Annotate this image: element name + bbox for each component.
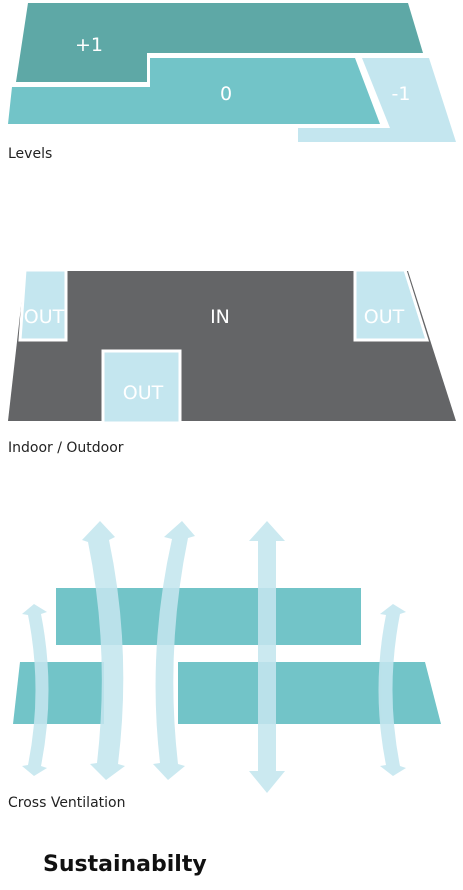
straight-double-arrow-icon [249, 521, 285, 793]
level-0-shape [8, 58, 380, 124]
curved-double-arrow-icon [22, 604, 49, 776]
curved-double-arrow-icon [153, 521, 195, 780]
curved-double-arrow-icon [82, 521, 125, 780]
indoor-outdoor-caption: Indoor / Outdoor [8, 440, 124, 456]
level-minus1-shape [298, 58, 456, 142]
out-bottom-label: OUT [123, 382, 164, 404]
levels-caption: Levels [8, 146, 53, 162]
indoor-outdoor-diagram: IN OUT OUT OUT [8, 268, 456, 425]
page-title: Sustainabilty [43, 852, 207, 877]
cross-ventilation-caption: Cross Ventilation [8, 795, 126, 811]
outdoor-bottom-shape [101, 349, 182, 425]
out-left-label: OUT [24, 306, 65, 328]
outdoor-right-shape [353, 268, 430, 342]
lower-slab-right-shape [178, 662, 441, 724]
level-minus1-label: -1 [392, 83, 411, 105]
cross-ventilation-diagram [13, 521, 441, 793]
lower-slab-left-shape [13, 662, 104, 724]
levels-diagram: +1 0 -1 [8, 3, 456, 142]
curved-double-arrow-icon [378, 604, 406, 776]
in-label: IN [210, 306, 230, 328]
level-plus1-shape [16, 3, 423, 82]
outdoor-left-shape [18, 268, 68, 342]
level-plus1-label: +1 [75, 34, 103, 56]
level-0-label: 0 [220, 83, 232, 105]
out-right-label: OUT [364, 306, 405, 328]
